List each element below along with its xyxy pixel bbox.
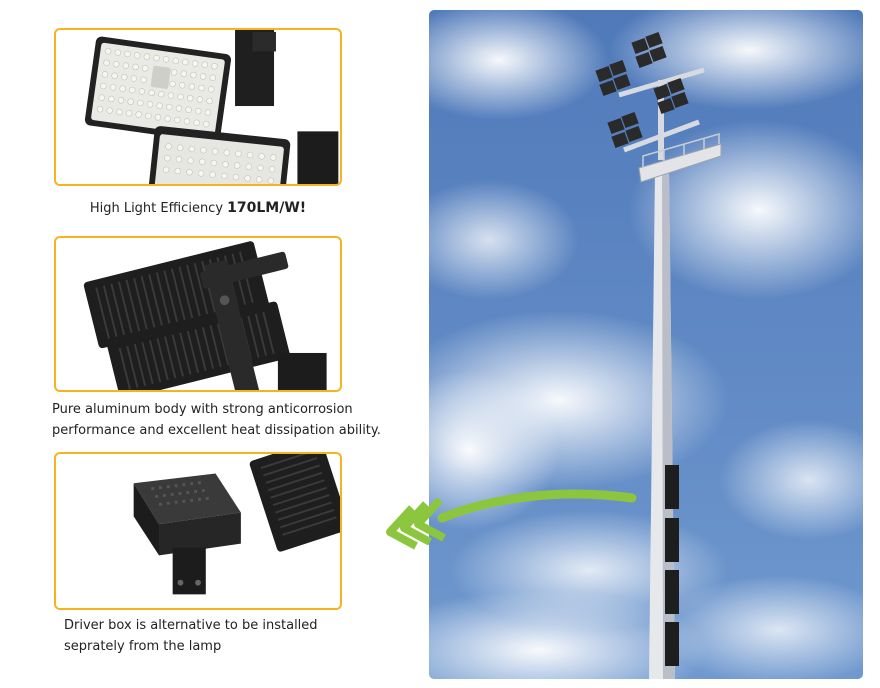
green-arrow-icon xyxy=(386,489,637,550)
driver-box-caption-line-1: Driver box is alternative to be installe… xyxy=(64,618,318,633)
aluminum-body-caption-line-2: performance and excellent heat dissipati… xyxy=(52,423,381,438)
efficiency-caption: High Light Efficiency 170LM/W! xyxy=(54,198,342,219)
high-mast-pole-photo xyxy=(429,10,863,679)
led-module-illustration xyxy=(57,30,339,184)
heatsink-illustration xyxy=(57,238,339,390)
led-module-image-card xyxy=(54,28,342,186)
pointer-arrow xyxy=(380,480,640,560)
heatsink-image-card xyxy=(54,236,342,392)
driver-box-caption: Driver box is alternative to be installe… xyxy=(64,615,364,657)
efficiency-value: 170LM/W! xyxy=(227,200,307,216)
aluminum-body-caption: Pure aluminum body with strong anticorro… xyxy=(52,399,412,441)
efficiency-caption-text: High Light Efficiency xyxy=(89,201,228,216)
high-mast-illustration xyxy=(429,10,863,679)
driver-box-image-card xyxy=(54,452,342,610)
aluminum-body-caption-line-1: Pure aluminum body with strong anticorro… xyxy=(52,402,353,417)
driver-box-caption-line-2: seprately from the lamp xyxy=(64,639,222,654)
driver-box-illustration xyxy=(57,454,340,608)
